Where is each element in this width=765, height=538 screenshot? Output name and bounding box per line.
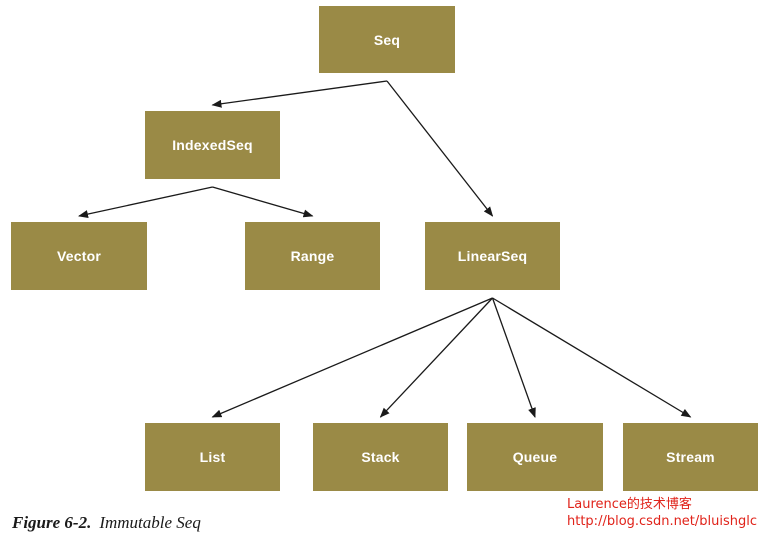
arrow-linear-seq-to-stack bbox=[379, 297, 493, 418]
node-stack: Stack bbox=[313, 423, 448, 491]
node-range: Range bbox=[245, 222, 380, 290]
watermark-line-2: http://blog.csdn.net/bluishglc bbox=[567, 514, 758, 529]
arrow-seq-to-indexed-seq bbox=[211, 80, 388, 108]
node-indexed-seq: IndexedSeq bbox=[145, 111, 280, 179]
node-stream: Stream bbox=[623, 423, 758, 491]
node-linear-seq: LinearSeq bbox=[425, 222, 560, 290]
node-vector: Vector bbox=[11, 222, 147, 290]
watermark: Laurence的技术博客 http://blog.csdn.net/bluis… bbox=[567, 496, 757, 530]
node-seq: Seq bbox=[319, 6, 455, 73]
arrow-linear-seq-to-queue bbox=[491, 297, 536, 418]
watermark-line-1: Laurence的技术博客 bbox=[567, 497, 692, 512]
node-list: List bbox=[145, 423, 280, 491]
arrow-linear-seq-to-stream bbox=[492, 297, 692, 418]
node-queue: Queue bbox=[467, 423, 603, 491]
figure-label: Figure 6-2. bbox=[12, 513, 92, 532]
arrow-linear-seq-to-list bbox=[211, 297, 493, 418]
arrow-indexed-seq-to-range bbox=[212, 186, 314, 218]
arrow-indexed-seq-to-vector bbox=[78, 186, 213, 218]
figure-caption: Figure 6-2. Immutable Seq bbox=[12, 513, 201, 533]
arrow-seq-to-linear-seq bbox=[386, 80, 494, 217]
figure-title: Immutable Seq bbox=[99, 513, 201, 532]
